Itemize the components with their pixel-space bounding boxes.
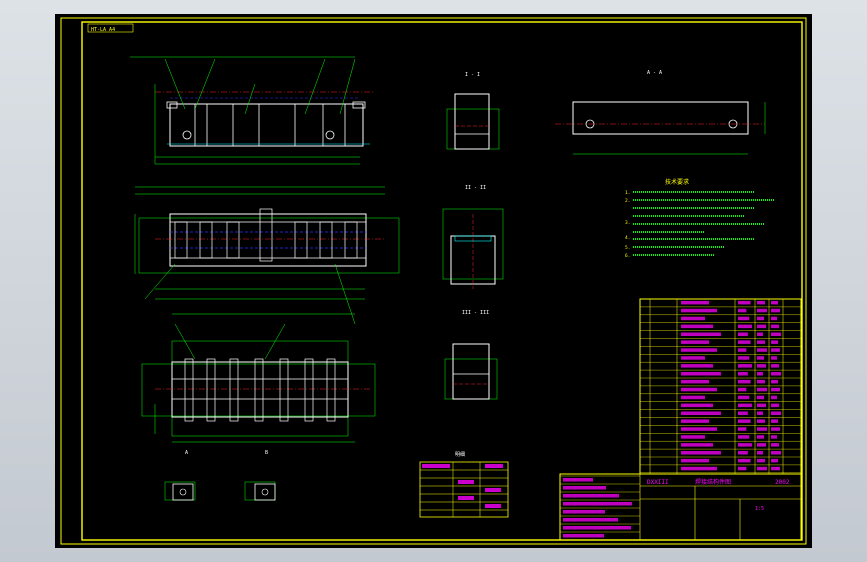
svg-text:A: A [185, 450, 188, 456]
stamp-box [87, 23, 134, 33]
plate-view: A - A [555, 70, 766, 155]
svg-text:II - II: II - II [465, 185, 486, 191]
title-block: DXXIII 焊接结构件图 2002 1:5 [559, 473, 802, 541]
scale-label: 1:5 [755, 506, 764, 512]
svg-text:明细: 明细 [455, 451, 465, 458]
svg-text:B: B [265, 450, 268, 456]
sheet-inner-border [81, 21, 803, 541]
svg-text:4.: 4. [625, 235, 630, 241]
stamp-text: HT-LA A4 [91, 27, 115, 33]
tech-requirements: 技术要求 1. 2. 3. 4. 5. 6. [625, 178, 775, 259]
top-view [134, 186, 400, 325]
detail-views: A B [164, 450, 276, 501]
svg-text:5.: 5. [625, 245, 630, 251]
svg-text:6.: 6. [625, 253, 630, 259]
drawing-canvas[interactable]: HT-LA A4 [55, 14, 812, 548]
svg-text:3.: 3. [625, 220, 630, 226]
svg-text:1.: 1. [625, 190, 630, 196]
tech-req-title: 技术要求 [665, 178, 689, 186]
bottom-view [141, 313, 376, 443]
svg-text:III - III: III - III [462, 310, 489, 316]
drawing-svg: HT-LA A4 [60, 17, 807, 545]
svg-text:2.: 2. [625, 198, 630, 204]
svg-text:A - A: A - A [647, 70, 662, 76]
svg-text:I - I: I - I [465, 72, 480, 78]
sheet-outer-border [60, 17, 807, 545]
parts-list [639, 298, 802, 475]
drawing-title: 焊接结构件图 [695, 478, 731, 486]
small-table: 明细 [419, 451, 509, 518]
section-views: I - I II - II III - III [442, 72, 504, 400]
front-view [130, 56, 375, 165]
drawing-year: 2002 [775, 479, 790, 486]
school-name: DXXIII [647, 479, 669, 486]
